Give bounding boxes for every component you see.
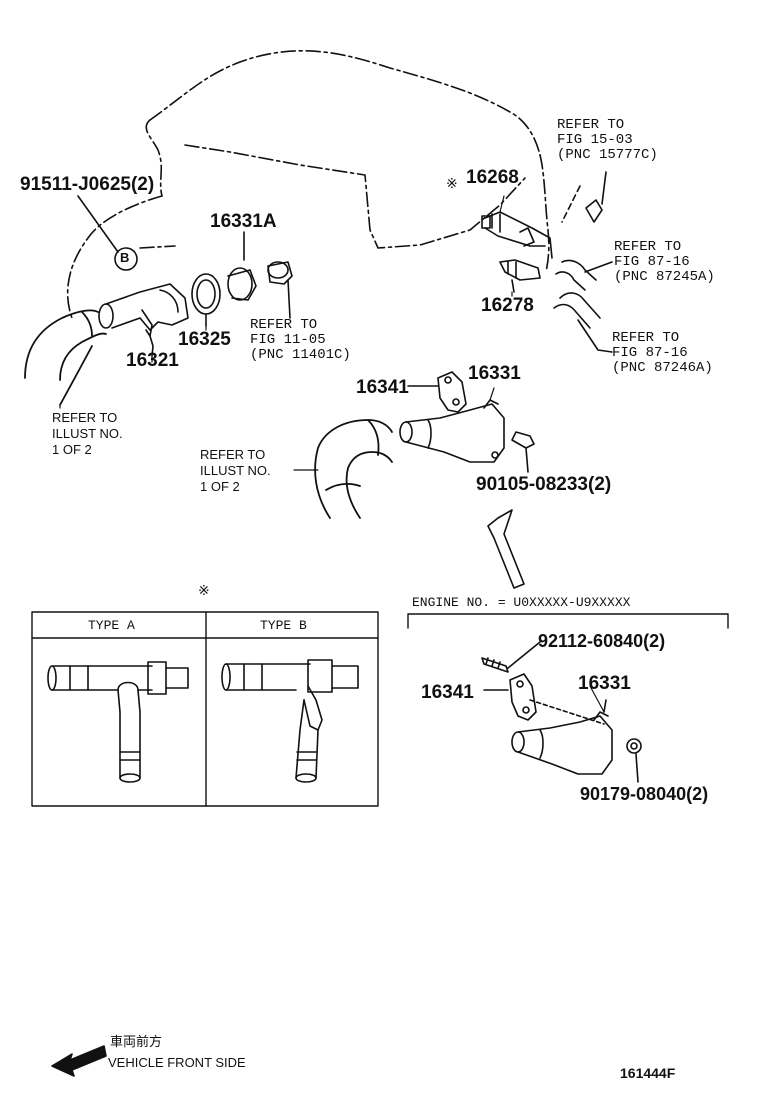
hose-87245a (555, 259, 613, 291)
part-91511: 91511-J0625(2) (20, 174, 155, 195)
part-16325: 16325 (178, 329, 231, 350)
vehicle-front-en: VEHICLE FRONT SIDE (108, 1055, 246, 1070)
part-16278: 16278 (481, 295, 534, 316)
part-16341-top: 16341 (356, 377, 409, 398)
mid-hose (314, 419, 393, 519)
asterisk-16268: ※ (446, 175, 458, 191)
gasket-16341-bottom (483, 673, 605, 725)
water-inlet-16321 (98, 283, 189, 357)
leader-91511 (77, 195, 138, 271)
vehicle-front-arrow-icon (51, 1045, 107, 1077)
pipe-16278 (499, 259, 541, 293)
bolt-90105 (511, 431, 535, 473)
pipe-16268 (481, 211, 553, 259)
ref-fig-87-16-a: REFER TO FIG 87-16 (PNC 87245A) (614, 239, 715, 285)
part-16268: 16268 (466, 167, 519, 188)
part-90105: 90105-08233(2) (476, 474, 612, 495)
gasket-16325 (191, 273, 221, 327)
detail-arrow (487, 509, 525, 589)
part-16341-bottom: 16341 (421, 682, 474, 703)
water-outlet-16331-top (399, 399, 505, 463)
part-16331-top: 16331 (468, 363, 521, 384)
leader-lines (59, 195, 605, 713)
hose-87246a (553, 292, 613, 353)
hose-15777c (561, 171, 607, 223)
vehicle-front-jp: 車両前方 (110, 1035, 163, 1050)
asterisk-box: ※ (198, 582, 210, 598)
part-16331a: 16331A (210, 211, 277, 232)
part-16321: 16321 (126, 350, 179, 371)
type-box (31, 611, 379, 807)
diagram-code: 161444F (620, 1065, 676, 1081)
water-outlet-16331-bottom (511, 699, 613, 775)
callout-b-circle (114, 247, 138, 271)
ref-fig-11-05: REFER TO FIG 11-05 (PNC 11401C) (250, 317, 351, 363)
type-b-pipe (221, 659, 359, 783)
left-hose (24, 309, 107, 406)
part-16331-bottom: 16331 (578, 673, 631, 694)
engine-no-bracket (407, 613, 729, 629)
circle-b-label: B (120, 250, 130, 265)
gasket-16341-top (407, 371, 467, 413)
type-b-title: TYPE B (260, 618, 307, 633)
engine-number-range: ENGINE NO. = U0XXXXX-U9XXXXX (412, 595, 631, 610)
nut-90179 (626, 738, 642, 783)
thermostat-16331a (227, 231, 293, 319)
type-a-pipe (47, 661, 189, 783)
ref-illust-left: REFER TO ILLUST NO. 1 OF 2 (52, 410, 123, 457)
ref-fig-87-16-b: REFER TO FIG 87-16 (PNC 87246A) (612, 330, 713, 376)
stud-92112 (481, 641, 541, 673)
type-a-title: TYPE A (88, 618, 135, 633)
ref-illust-mid: REFER TO ILLUST NO. 1 OF 2 (200, 447, 271, 494)
ref-fig-15-03: REFER TO FIG 15-03 (PNC 15777C) (557, 117, 658, 163)
part-90179: 90179-08040(2) (580, 784, 709, 804)
part-92112: 92112-60840(2) (538, 631, 666, 651)
